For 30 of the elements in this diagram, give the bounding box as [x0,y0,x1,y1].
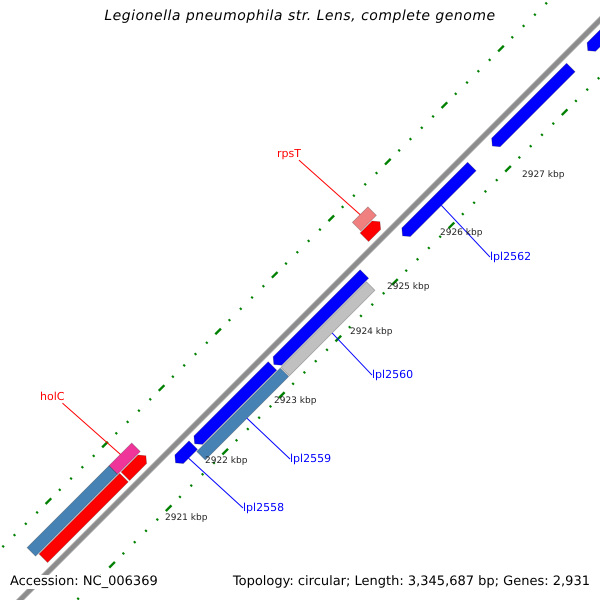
leader-line [332,332,372,376]
gene-block [352,206,377,232]
gene-label: lpl2562 [490,251,532,264]
scale-label: 2924 kbp [350,328,392,338]
scale-label: 2923 kbp [274,397,316,407]
gene-block [108,442,141,475]
gene-label: lpl2559 [290,453,332,466]
gene-block [174,440,198,464]
gene-label: lpl2560 [372,369,414,382]
accession-text: Accession: NC_006369 [10,575,158,590]
gene-block [26,465,118,557]
gene-block [120,454,147,482]
scale-label: 2925 kbp [387,283,430,293]
gene-label: rpsT [277,148,301,160]
gene-block [38,472,129,564]
leader-line [188,458,244,509]
scale-label: 2926 kbp [440,229,482,239]
gene-label: holC [40,391,64,404]
scale-label: 2927 kbp [522,171,564,181]
leader-line [440,204,490,258]
leader-line [246,418,290,460]
title: Legionella pneumophila str. Lens, complete genome [103,9,497,24]
genome-summary-text: Topology: circular; Length: 3,345,687 bp; Genes: 2,931 [232,575,590,590]
gene-label: lpl2558 [243,502,284,514]
scale-label: 2922 kbp [205,457,248,467]
scale-label: 2921 kbp [165,514,208,524]
leader-line [298,160,361,216]
gene-block [491,62,576,148]
leader-line [62,402,121,455]
gene-block [360,220,382,242]
